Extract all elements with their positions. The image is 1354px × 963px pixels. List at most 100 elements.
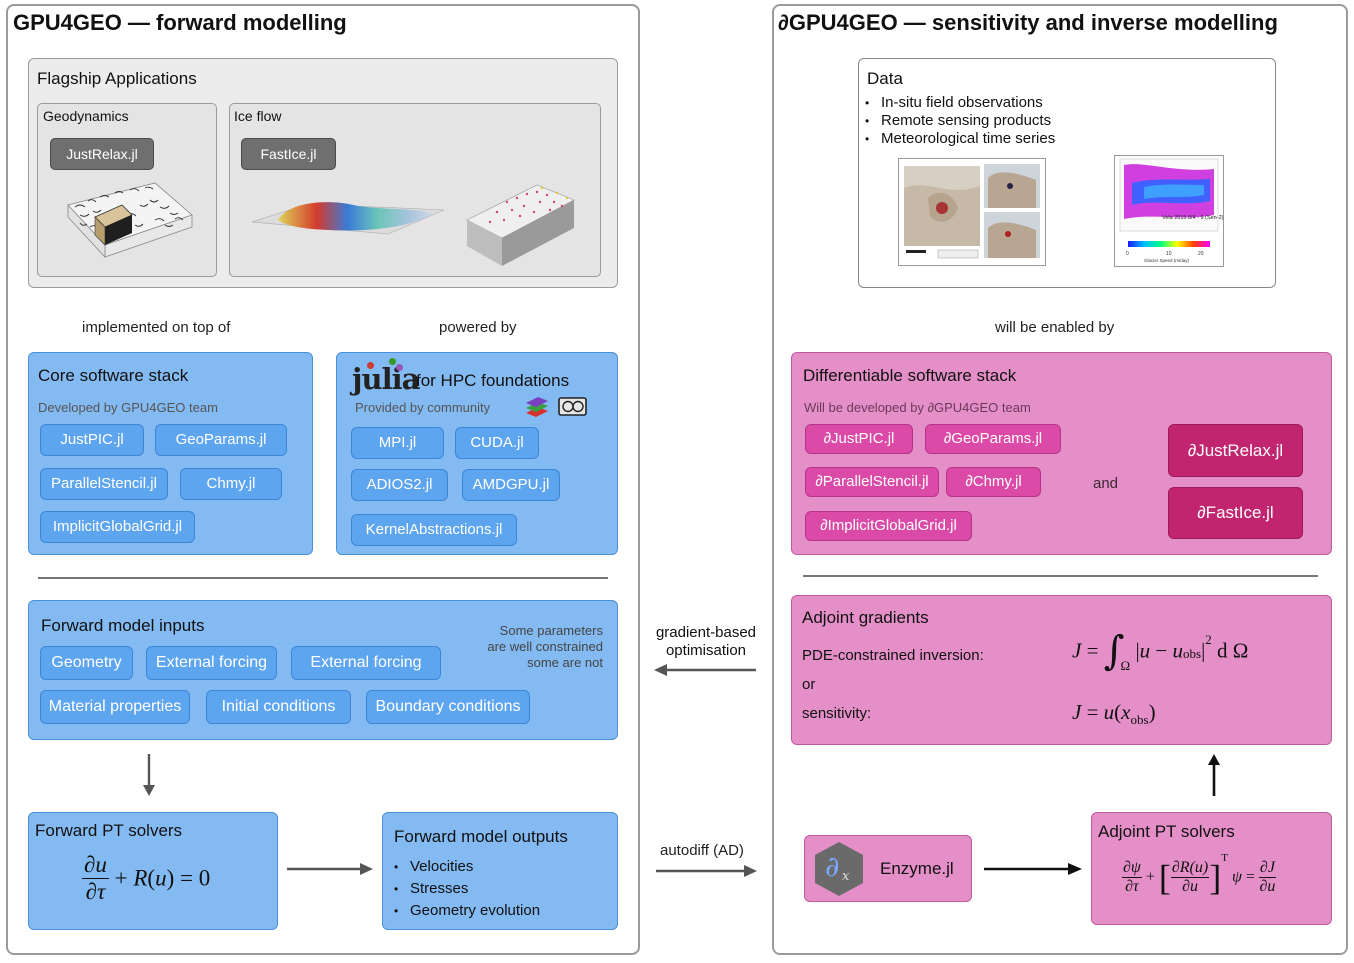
flagship-title: Flagship Applications [37, 69, 197, 88]
and-label: and [1093, 475, 1119, 492]
down-arrow-icon [143, 754, 155, 796]
external-forcing-pill-1[interactable]: External forcing [146, 646, 277, 680]
justpic-pill[interactable]: JustPIC.jl [40, 424, 144, 456]
data-item: Remote sensing products [865, 112, 1055, 130]
mpi-pill[interactable]: MPI.jl [351, 427, 444, 459]
dparallelstencil-pill[interactable]: ∂ParallelStencil.jl [805, 467, 939, 497]
dimplicitglobalgrid-pill[interactable]: ∂ImplicitGlobalGrid.jl [805, 511, 972, 541]
map-tick-20: 20 [1198, 251, 1204, 257]
julia-logo: julia [352, 358, 420, 396]
forward-outputs-list: Velocities Stresses Geometry evolution [394, 856, 540, 922]
satellite-velocity-map: Vela 2015 8/4 - 9 (Sen-2) 0 10 20 Glacie… [1114, 155, 1224, 267]
julia-logo-text: julia [352, 362, 420, 396]
enzyme-label: Enzyme.jl [880, 859, 954, 878]
forward-pt-solvers-box [28, 812, 278, 930]
gpu-card-icon [558, 397, 587, 416]
adjoint-gradients-title: Adjoint gradients [802, 608, 929, 627]
djustrelax-pill[interactable]: ∂JustRelax.jl [1168, 424, 1303, 477]
forward-inputs-title: Forward model inputs [41, 616, 205, 635]
map-scale-label: Glacier Speed (m/day) [1144, 258, 1190, 263]
chmy-pill[interactable]: Chmy.jl [180, 468, 282, 500]
data-item: Meteorological time series [865, 130, 1055, 148]
powered-by-label: powered by [439, 319, 517, 336]
svg-text:x: x [842, 869, 850, 884]
djustpic-pill[interactable]: ∂JustPIC.jl [805, 424, 913, 454]
inversion-objective-equation: J = ∫Ω |u − uobs|2 d Ω [1072, 628, 1249, 674]
implemented-on-top-label: implemented on top of [82, 319, 231, 336]
data-list: In-situ field observations Remote sensin… [865, 94, 1055, 148]
up-arrow-icon [1208, 754, 1220, 796]
geoparams-pill[interactable]: GeoParams.jl [155, 424, 287, 456]
dgeoparams-pill[interactable]: ∂GeoParams.jl [925, 424, 1061, 454]
boundary-conditions-pill[interactable]: Boundary conditions [366, 690, 530, 724]
output-item: Stresses [394, 878, 540, 900]
forward-pde-equation: ∂u ∂τ + R(u) = 0 [82, 852, 211, 904]
cuda-pill[interactable]: CUDA.jl [455, 427, 539, 459]
justrelax-pill[interactable]: JustRelax.jl [50, 138, 154, 170]
adjoint-solvers-title: Adjoint PT solvers [1098, 822, 1235, 841]
amdgpu-pill[interactable]: AMDGPU.jl [462, 469, 560, 501]
initial-conditions-pill[interactable]: Initial conditions [206, 690, 351, 724]
gradient-optimisation-label: gradient-based optimisation [648, 624, 764, 660]
dchmy-pill[interactable]: ∂Chmy.jl [946, 467, 1041, 497]
adjoint-pt-solvers-box [1091, 812, 1332, 925]
julia-dot-red [367, 362, 374, 369]
will-be-enabled-label: will be enabled by [995, 319, 1115, 336]
output-item: Velocities [394, 856, 540, 878]
autodiff-arrow-icon [656, 865, 757, 877]
adjoint-equation: ∂ψ ∂τ + [ ∂R(u) ∂u ]T ψ = ∂J ∂u [1122, 852, 1276, 898]
right-divider [803, 575, 1318, 577]
gradient-line-2: optimisation [665, 642, 747, 659]
left-panel-title: GPU4GEO — forward modelling [13, 10, 347, 35]
map-tick-10: 10 [1166, 251, 1172, 257]
data-item: In-situ field observations [865, 94, 1055, 112]
right-arrow-icon [287, 863, 373, 875]
kernelabstractions-pill[interactable]: KernelAbstractions.jl [351, 514, 517, 546]
note-line-3: some are not [527, 655, 603, 670]
output-item: Geometry evolution [394, 900, 540, 922]
geodynamics-render-image [67, 182, 193, 259]
geometry-pill[interactable]: Geometry [40, 646, 133, 680]
pde-inversion-label: PDE-constrained inversion: [802, 647, 984, 664]
implicitglobalgrid-pill[interactable]: ImplicitGlobalGrid.jl [40, 511, 195, 543]
julia-dot-green [389, 358, 396, 365]
enzyme-to-adjoint-arrow-icon [984, 863, 1082, 875]
sensitivity-equation: J = u(xobs) [1072, 700, 1156, 727]
map-caption: Vela 2015 8/4 - 9 (Sen-2) [1162, 215, 1224, 221]
diff-stack-title: Differentiable software stack [803, 366, 1017, 385]
fastice-pill[interactable]: FastIce.jl [241, 138, 336, 170]
diff-stack-subtitle: Will be developed by ∂GPU4GEO team [804, 400, 1031, 415]
autodiff-label: autodiff (AD) [660, 842, 744, 859]
adjoint-gradients-box [791, 595, 1332, 745]
enzyme-logo-icon: ∂ x [815, 842, 863, 896]
note-line-1: Some parameters [499, 623, 603, 638]
or-label: or [802, 676, 816, 693]
map-tick-0: 0 [1126, 251, 1129, 257]
external-forcing-pill-2[interactable]: External forcing [291, 646, 441, 680]
material-properties-pill[interactable]: Material properties [40, 690, 190, 724]
pt-solvers-title: Forward PT solvers [35, 821, 183, 840]
gpu-stack-icon [526, 397, 548, 417]
left-divider [38, 577, 608, 579]
julia-stack-subtitle: Provided by community [355, 400, 491, 415]
adios2-pill[interactable]: ADIOS2.jl [351, 469, 448, 501]
iceflow-render-image [251, 202, 445, 235]
julia-dot-purple [396, 364, 403, 371]
iceflow-label: Ice flow [234, 108, 282, 124]
julia-stack-title: for HPC foundations [416, 371, 570, 390]
dfastice-pill[interactable]: ∂FastIce.jl [1168, 487, 1303, 539]
field-observation-image [898, 158, 1046, 266]
data-title: Data [867, 69, 903, 88]
core-stack-subtitle: Developed by GPU4GEO team [38, 400, 218, 415]
note-line-2: are well constrained [487, 639, 603, 654]
left-arrow-icon [654, 664, 756, 676]
iceflow-3d-image [466, 184, 575, 266]
core-stack-title: Core software stack [38, 366, 189, 385]
forward-outputs-title: Forward model outputs [394, 827, 568, 846]
gradient-line-1: gradient-based [655, 624, 757, 641]
svg-text:∂: ∂ [825, 850, 839, 883]
parallelstencil-pill[interactable]: ParallelStencil.jl [40, 468, 168, 500]
geodynamics-label: Geodynamics [43, 108, 129, 124]
sensitivity-label: sensitivity: [802, 705, 872, 722]
right-panel-title: ∂GPU4GEO — sensitivity and inverse model… [778, 10, 1278, 35]
